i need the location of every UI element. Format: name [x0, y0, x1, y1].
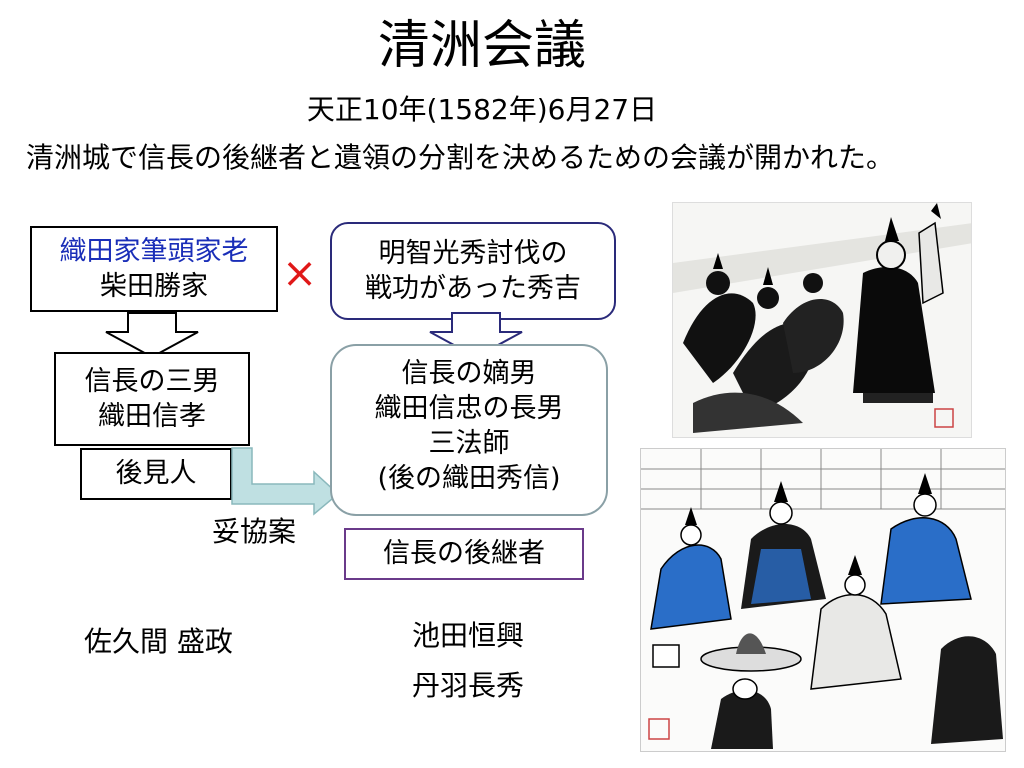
- cross-mark-icon: ×: [282, 248, 318, 297]
- sanboshi-box: 信長の嫡男 織田信忠の長男 三法師 (後の織田秀信): [330, 344, 608, 516]
- meeting-date: 天正10年(1582年)6月27日: [306, 93, 658, 126]
- sanboshi-line3: 三法師: [428, 428, 510, 459]
- oda-nobutaka-box: 信長の三男 織田信孝: [54, 352, 250, 446]
- successor-box: 信長の後継者: [344, 528, 584, 580]
- hideyoshi-line2: 戦功があった秀吉: [365, 273, 581, 304]
- nobutaka-line1: 信長の三男: [84, 366, 220, 397]
- hideyoshi-box: 明智光秀討伐の 戦功があった秀吉: [330, 222, 616, 320]
- guardian-box: 後見人: [80, 448, 232, 500]
- meeting-illustration-top: [672, 202, 972, 438]
- shibata-title-text: 織田家筆頭家老: [59, 236, 249, 267]
- nobutaka-line2: 織田信孝: [98, 401, 206, 432]
- meeting-illustration-bottom: [640, 448, 1006, 752]
- guardian-text: 後見人: [115, 458, 197, 489]
- compromise-arrow-icon: [231, 447, 340, 516]
- compromise-label: 妥協案: [212, 515, 297, 548]
- successor-text: 信長の後継者: [383, 538, 545, 569]
- sanboshi-line4: (後の織田秀信): [377, 463, 561, 494]
- sanboshi-line2: 織田信忠の長男: [374, 393, 564, 424]
- slide-title: 清洲会議: [377, 16, 586, 76]
- slide-description: 清洲城で信長の後継者と遺領の分割を決めるための会議が開かれた。: [26, 141, 895, 174]
- niwa-nagahide-label: 丹羽長秀: [412, 669, 525, 702]
- hideyoshi-line1: 明智光秀討伐の: [378, 238, 568, 269]
- ikeda-tsuneoki-label: 池田恒興: [412, 619, 525, 652]
- sakuma-morimasa-label: 佐久間 盛政: [84, 625, 233, 658]
- shibata-name-text: 柴田勝家: [100, 271, 208, 302]
- down-arrow-shibata-icon: [105, 312, 199, 358]
- sanboshi-line1: 信長の嫡男: [401, 358, 537, 389]
- shibata-katsuie-box: 織田家筆頭家老 柴田勝家: [30, 226, 278, 312]
